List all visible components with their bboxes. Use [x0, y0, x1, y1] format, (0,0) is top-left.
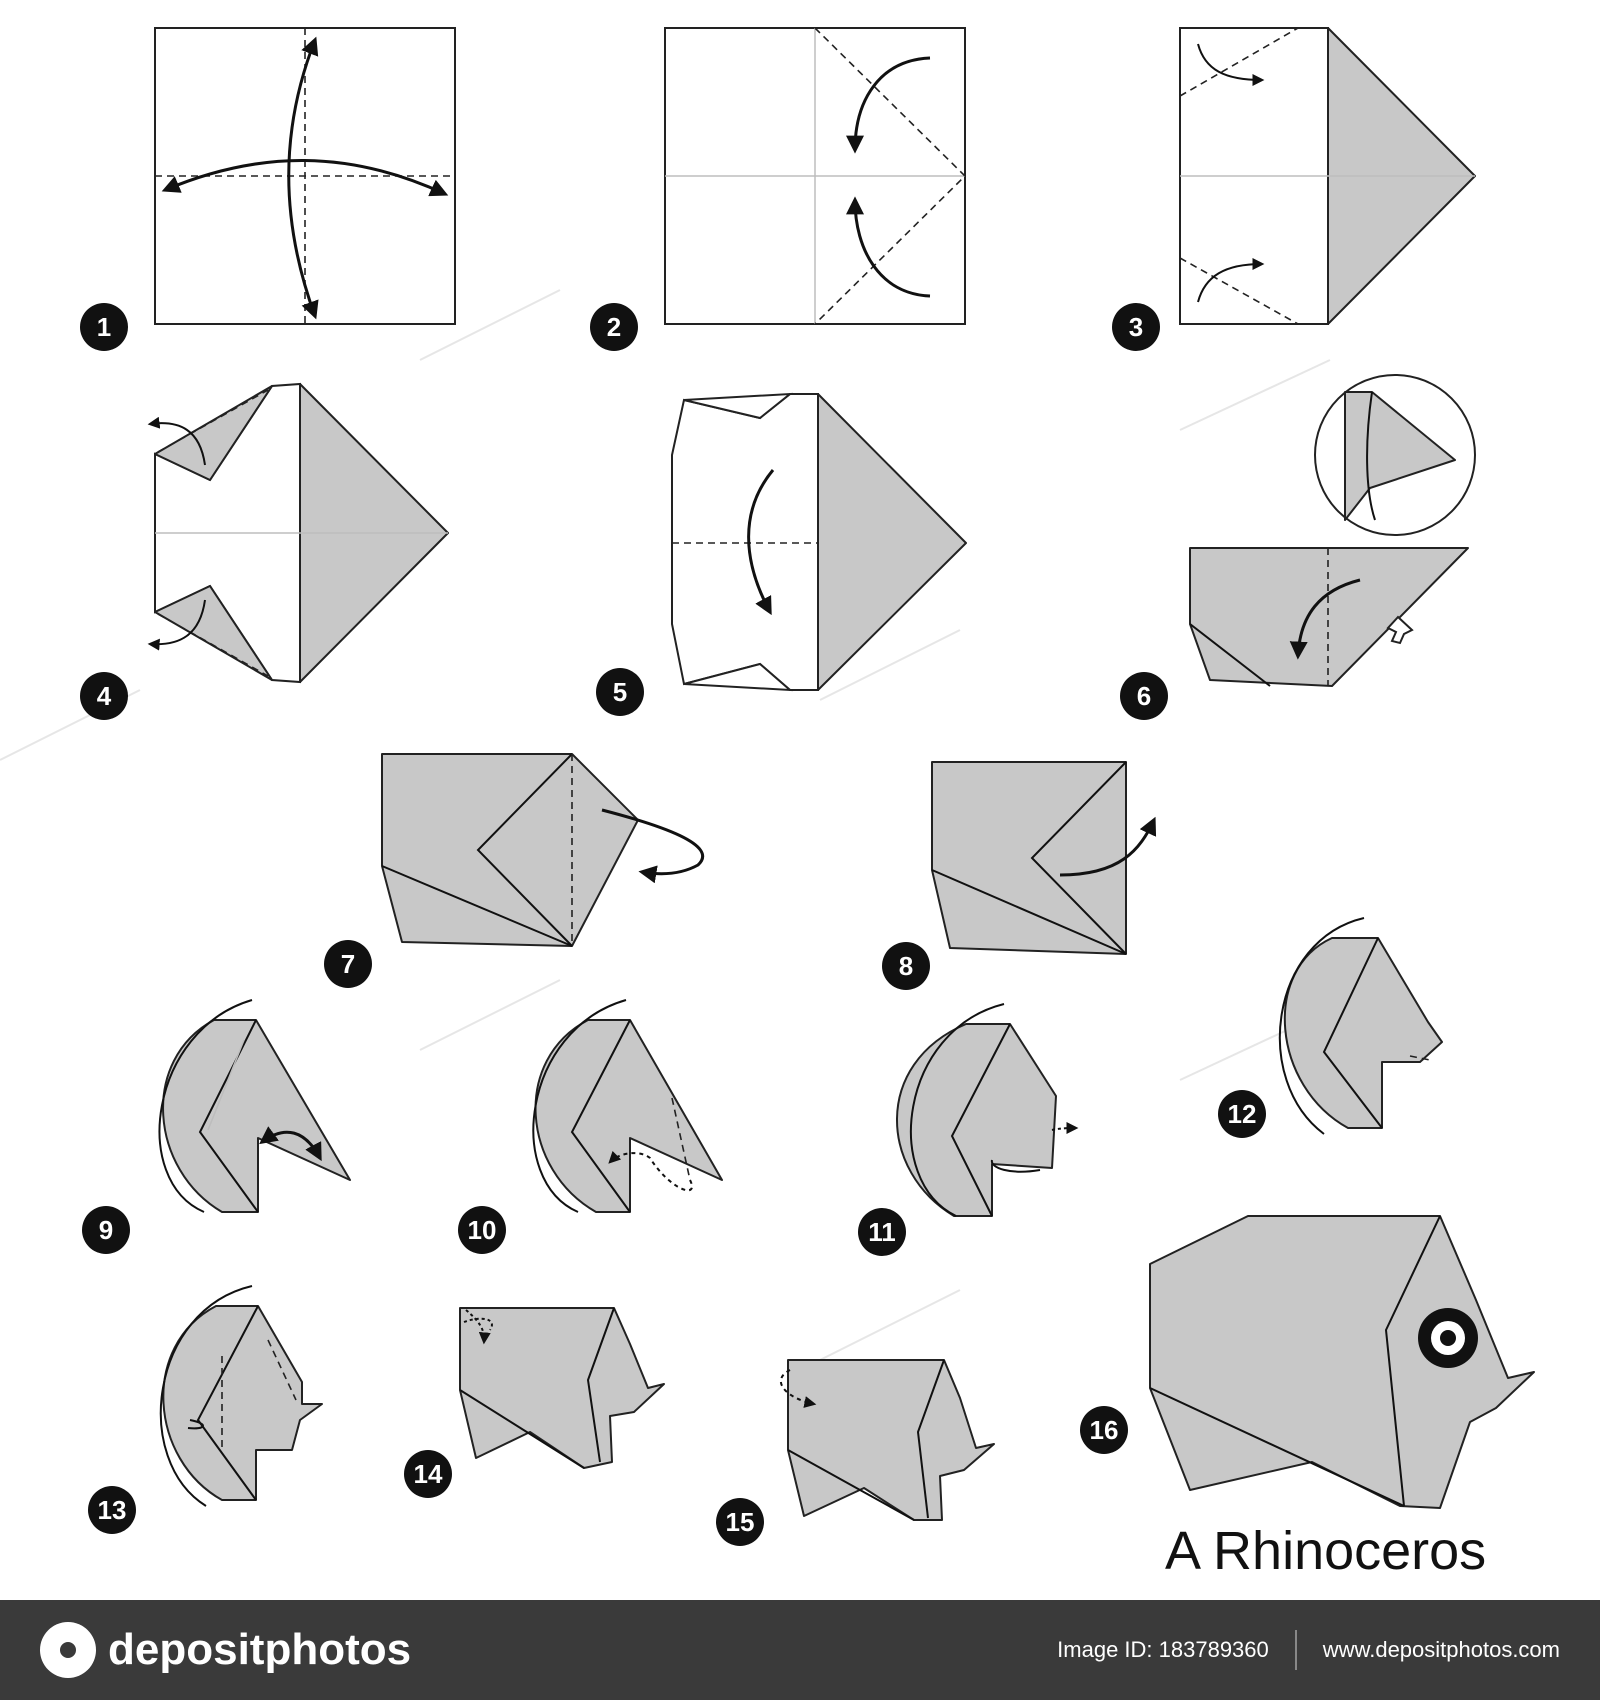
step-badge: 14: [404, 1450, 452, 1498]
step-badge: 4: [80, 672, 128, 720]
step-2-diagram: [664, 27, 967, 325]
step-12-diagram: [1278, 917, 1443, 1135]
step-badge: 3: [1112, 303, 1160, 351]
step-badge: 2: [590, 303, 638, 351]
step-10-diagram: [532, 999, 723, 1213]
svg-text:8: 8: [899, 951, 913, 981]
step-badge: 13: [88, 1486, 136, 1534]
svg-text:13: 13: [98, 1495, 127, 1525]
site-url[interactable]: www.depositphotos.com: [1322, 1637, 1560, 1662]
step-badge: 10: [458, 1206, 506, 1254]
svg-text:15: 15: [726, 1507, 755, 1537]
step-badge: 1: [80, 303, 128, 351]
step-15-diagram: [779, 1359, 995, 1521]
step-8-diagram: [931, 761, 1157, 955]
step-7-diagram: [381, 753, 705, 947]
step-1-diagram: [154, 27, 456, 325]
step-badge: 5: [596, 668, 644, 716]
step-badge: 15: [716, 1498, 764, 1546]
svg-text:16: 16: [1090, 1415, 1119, 1445]
footer-divider: [1294, 1630, 1297, 1670]
svg-text:7: 7: [341, 949, 355, 979]
svg-text:10: 10: [468, 1215, 497, 1245]
svg-text:2: 2: [607, 312, 621, 342]
svg-text:6: 6: [1137, 681, 1151, 711]
step-badge: 16: [1080, 1406, 1128, 1454]
svg-text:11: 11: [868, 1217, 896, 1247]
step-badge: 12: [1218, 1090, 1266, 1138]
svg-text:12: 12: [1228, 1099, 1257, 1129]
step-badge: 8: [882, 942, 930, 990]
depositphotos-logo-icon: [40, 1622, 96, 1678]
step-13-diagram: [159, 1285, 323, 1507]
svg-text:1: 1: [97, 312, 111, 342]
brand-name: depositphotos: [108, 1625, 412, 1674]
step-badges: 1 2 3 4 5 6 7 8 9 10 11 12 13 14 15 16: [80, 303, 1266, 1546]
footer-bar: depositphotos Image ID: 183789360 www.de…: [0, 1600, 1600, 1700]
step-4-diagram: [147, 382, 449, 684]
origami-diagram: 1 2 3 4 5 6 7 8 9 10 11 12 13 14 15 16: [0, 27, 1535, 1546]
watermark: [0, 289, 1331, 1361]
step-14-diagram: [459, 1307, 665, 1469]
step-badge: 9: [82, 1206, 130, 1254]
step-3-diagram: [1179, 27, 1476, 325]
step-badge: 7: [324, 940, 372, 988]
image-id: Image ID: 183789360: [1057, 1637, 1269, 1662]
svg-text:3: 3: [1129, 312, 1143, 342]
step-16-diagram: [1149, 1215, 1535, 1509]
step-11-diagram: [896, 1003, 1079, 1217]
step-5-diagram: [671, 392, 967, 692]
step-9-diagram: [158, 999, 351, 1213]
brand[interactable]: depositphotos: [40, 1622, 411, 1678]
step-badge: 11: [858, 1208, 906, 1256]
step-6-diagram: [1189, 374, 1476, 687]
step-badge: 6: [1120, 672, 1168, 720]
svg-text:14: 14: [414, 1459, 443, 1489]
svg-text:9: 9: [99, 1215, 113, 1245]
svg-text:5: 5: [613, 677, 627, 707]
svg-text:4: 4: [97, 681, 112, 711]
diagram-title: A Rhinoceros: [1165, 1521, 1487, 1581]
